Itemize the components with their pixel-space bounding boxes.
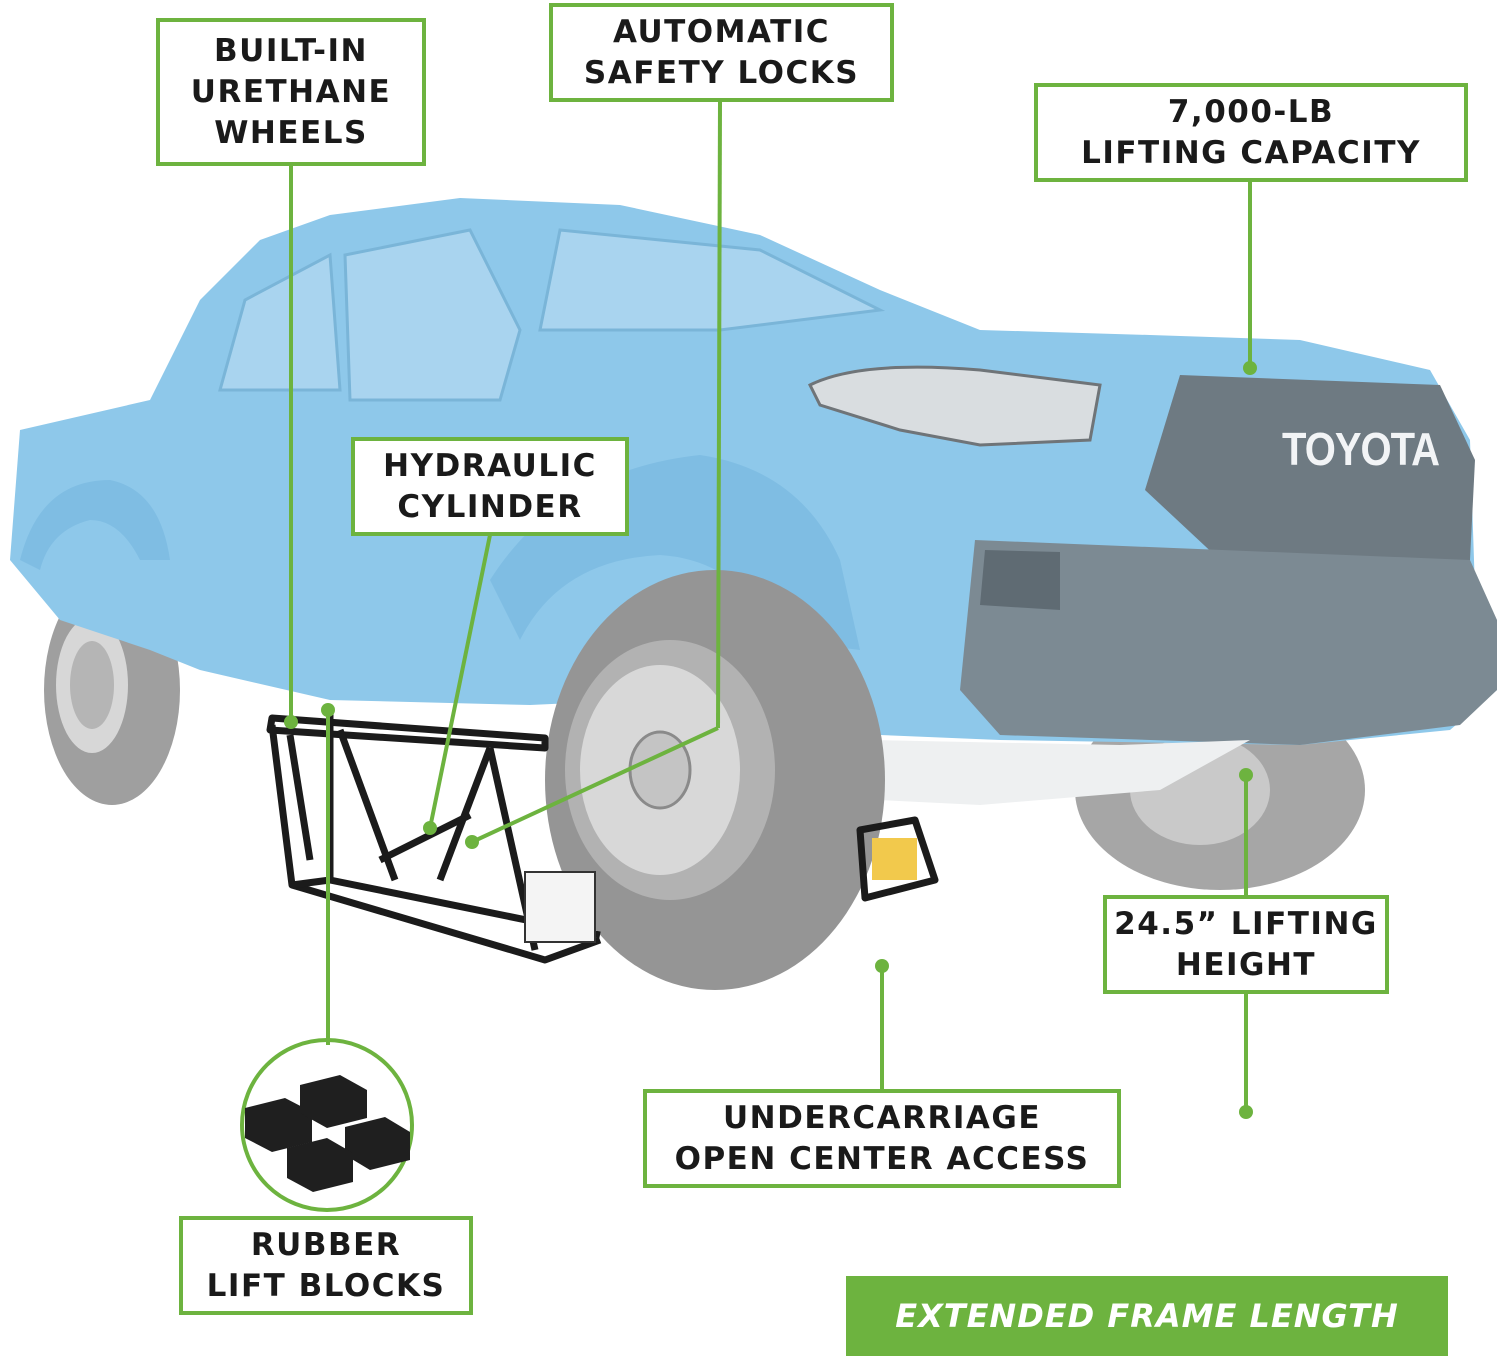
rear-fender (20, 480, 170, 570)
grille (1145, 375, 1475, 560)
callout-text: URETHANE (190, 73, 392, 110)
callout-text: 7,000-LB (1167, 93, 1335, 130)
callout-text: BUILT-IN (214, 32, 368, 69)
callout-text: 24.5” LIFTING (1114, 905, 1378, 942)
callout-text: SAFETY LOCKS (583, 54, 860, 91)
callout-text: WHEELS (214, 114, 368, 151)
callout-text: LIFTING CAPACITY (1081, 134, 1421, 171)
leader-dots (284, 361, 1257, 1119)
callout-hydraulic-cylinder: HYDRAULIC CYLINDER (351, 437, 629, 536)
jack-label-plate (524, 871, 596, 943)
cab-windows (218, 228, 886, 402)
callout-lifting-capacity: 7,000-LB LIFTING CAPACITY (1034, 83, 1468, 182)
front-left-wheel (545, 570, 885, 990)
rubber-block-icons (245, 1075, 410, 1192)
callout-text: HYDRAULIC (383, 447, 597, 484)
headlight (807, 365, 1102, 447)
callout-text: RUBBER (250, 1226, 402, 1263)
callout-undercarriage-access: UNDERCARRIAGE OPEN CENTER ACCESS (643, 1089, 1121, 1188)
callout-lifting-height: 24.5” LIFTING HEIGHT (1103, 895, 1389, 994)
callout-text: CYLINDER (397, 488, 583, 525)
jack-warning-label (872, 838, 917, 880)
callout-text: AUTOMATIC (612, 13, 831, 50)
callout-text: LIFT BLOCKS (206, 1267, 446, 1304)
leader-lines (289, 101, 1252, 1112)
callout-rubber-lift-blocks: RUBBER LIFT BLOCKS (179, 1216, 473, 1315)
skid-plate (870, 740, 1250, 805)
extended-frame-banner: EXTENDED FRAME LENGTH (846, 1276, 1448, 1356)
callout-urethane-wheels: BUILT-IN URETHANE WHEELS (156, 18, 426, 166)
front-bumper (960, 540, 1497, 745)
banner-label: EXTENDED FRAME LENGTH (895, 1297, 1399, 1335)
callout-text: OPEN CENTER ACCESS (674, 1140, 1090, 1177)
callout-text: UNDERCARRIAGE (722, 1099, 1042, 1136)
callout-text: HEIGHT (1175, 946, 1317, 983)
callout-safety-locks: AUTOMATIC SAFETY LOCKS (549, 3, 894, 102)
jack-frame-right (856, 816, 939, 902)
fog-light-bay (980, 550, 1060, 610)
grille-badge: TOYOTA (1282, 424, 1440, 476)
